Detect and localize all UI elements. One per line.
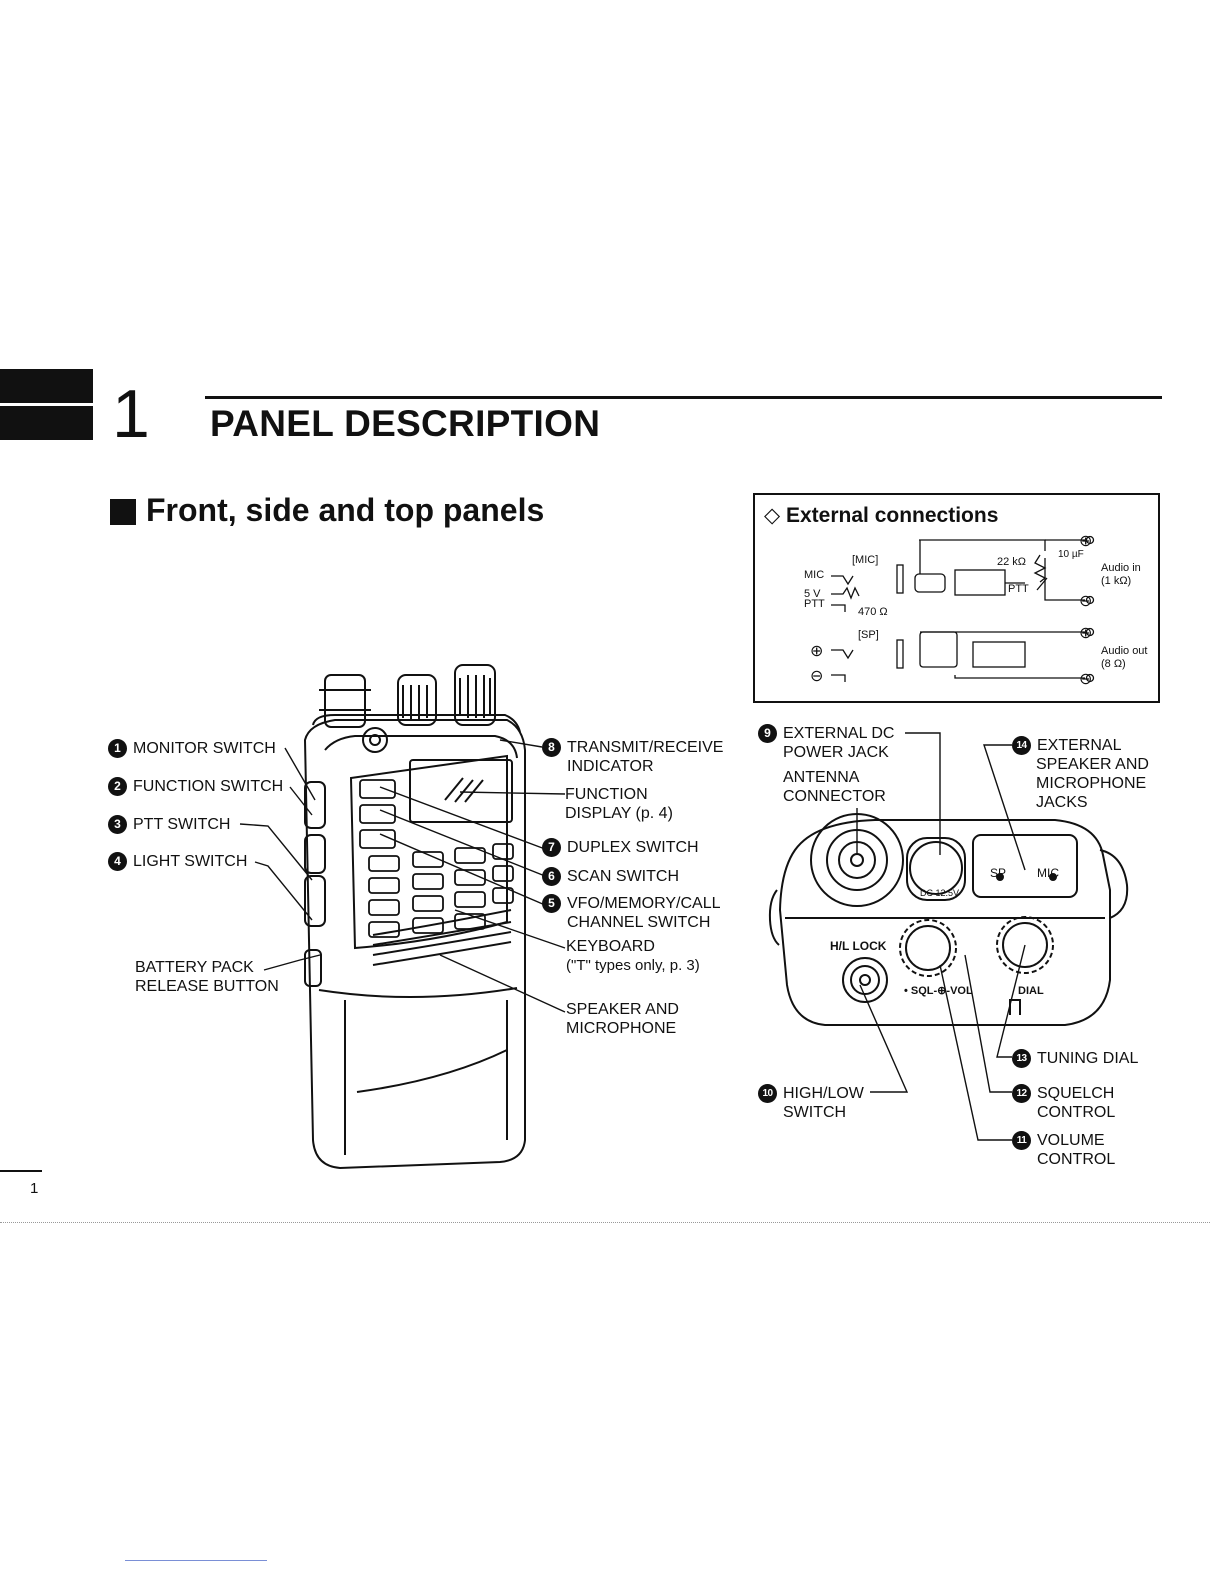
chapter-number: 1: [112, 376, 150, 452]
minus-icon: ⊖: [1079, 671, 1092, 688]
label-antenna: ANTENNA: [783, 769, 860, 786]
sp-tag: [SP]: [858, 629, 879, 641]
section-bullet-icon: [110, 499, 136, 525]
resistor-470: 470 Ω: [858, 606, 888, 618]
plus-icon: ⊕: [1079, 625, 1092, 642]
chapter-title: PANEL DESCRIPTION: [210, 403, 601, 444]
audio-out-label: Audio out: [1101, 645, 1148, 657]
label-jacks: JACKS: [1036, 794, 1088, 811]
chapter-rule: [205, 396, 1162, 399]
label-keyboard: KEYBOARD: [566, 938, 655, 955]
top-panel-illustration: [768, 813, 1129, 1026]
section-title: Front, side and top panels: [146, 492, 545, 528]
label-indicator: INDICATOR: [567, 758, 654, 775]
chapter-bar-top: [0, 369, 93, 403]
label-speaker-and: SPEAKER AND: [566, 1001, 679, 1018]
page-number-rule: [0, 1170, 42, 1172]
diamond-icon: ◇: [764, 504, 781, 527]
ptt-switch-label: PTT: [1008, 583, 1029, 595]
dc-voltage-label: DC 12.5V: [920, 888, 960, 898]
mic-tag: [MIC]: [852, 554, 879, 566]
audio-in-impedance: (1 kΩ): [1101, 575, 1132, 587]
label-microphone: MICROPHONE: [566, 1020, 677, 1037]
label-display-page: DISPLAY (p. 4): [565, 805, 673, 822]
label-battery-pack: BATTERY PACK: [135, 959, 254, 976]
v5-label: 5 V: [804, 588, 821, 600]
transceiver-front-illustration: [303, 664, 526, 1170]
external-connections-title: ◇ External connections: [764, 504, 999, 527]
label-speaker-and-top: SPEAKER AND: [1036, 756, 1149, 773]
label-release-button: RELEASE BUTTON: [135, 978, 279, 995]
audio-out-impedance: (8 Ω): [1101, 658, 1126, 670]
resistor-22k: 22 kΩ: [997, 556, 1027, 568]
mic-label: MIC: [804, 569, 825, 581]
label-channel-switch: CHANNEL SWITCH: [567, 914, 711, 931]
label-function-display: FUNCTION: [565, 786, 648, 803]
sql-vol-label: • SQL-⊕-VOL: [904, 985, 973, 997]
audio-in-label: Audio in: [1101, 562, 1141, 574]
mic-jack-label: MIC: [1037, 866, 1059, 880]
plus-icon: ⊕: [1079, 533, 1092, 550]
label-power-jack: POWER JACK: [783, 744, 889, 761]
label-microphone-top: MICROPHONE: [1036, 775, 1147, 792]
plus-icon: ⊕: [810, 643, 823, 660]
label-squelch-control: CONTROL: [1037, 1104, 1116, 1121]
label-keyboard-note: ("T" types only, p. 3): [566, 957, 700, 974]
dial-label: DIAL: [1018, 985, 1044, 997]
chapter-bar-bottom: [0, 406, 93, 440]
minus-icon: ⊖: [1079, 593, 1092, 610]
page-number: 1: [30, 1180, 39, 1197]
label-volume-control: CONTROL: [1037, 1151, 1116, 1168]
ptt-label: PTT: [804, 598, 825, 610]
label-high-low-switch: SWITCH: [783, 1104, 847, 1121]
capacitor-10uf: 10 µF: [1058, 549, 1084, 560]
external-connections-schematic: ⊕ ⊖ ⊕ ⊖ ⊕ ⊖: [810, 533, 1095, 688]
sp-jack-label: SP: [990, 866, 1007, 880]
external-connections-box: [753, 493, 1160, 703]
hl-lock-label: H/L LOCK: [830, 939, 887, 953]
minus-icon: ⊖: [810, 668, 823, 685]
footer-blue-line: [125, 1560, 267, 1561]
scan-dotted-line: [0, 1222, 1210, 1223]
label-connector: CONNECTOR: [783, 788, 886, 805]
